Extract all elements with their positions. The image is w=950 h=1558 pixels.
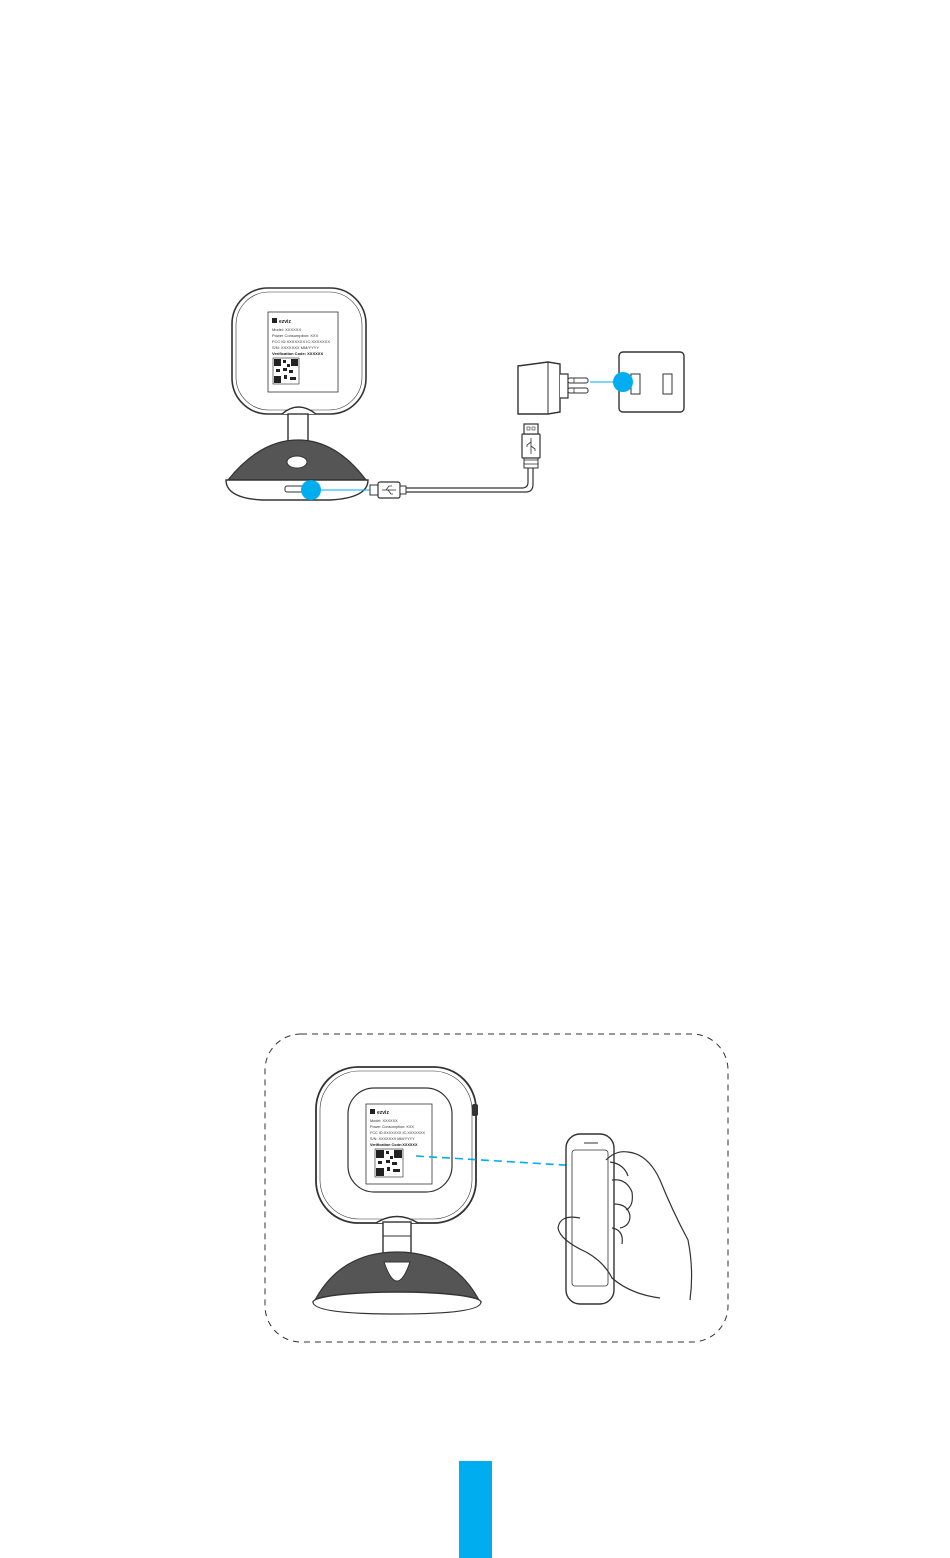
usb-a-plug [522,424,540,468]
power-adapter [518,362,588,414]
camera-head-back: ezviz Model: XXXXXX Power Consumption: X… [232,288,366,414]
scan-qr-illustration: ezviz Model: XXXXXX Power Consumption: X… [0,1020,950,1360]
label-power: Power Consumption: XXX [272,333,319,338]
camera-head-back: ezviz Model: XXXXXX Power Consumption: X… [316,1067,478,1223]
camera-port-marker [301,480,321,500]
label-sn: S/N: XXXXXXX MM/YYYY [272,345,319,350]
label-model: Model: XXXXXX [370,1119,398,1123]
label-power: Power Consumption: XXX [370,1125,414,1129]
label-sn: S/N: XXXXXXX MM/YYYY [370,1137,415,1141]
ezviz-logo-icon [272,318,277,323]
camera-base [313,1252,481,1314]
label-verification: Verification Code: XXXXXX [272,351,323,356]
qr-code [375,1149,403,1177]
socket-marker [613,372,633,392]
page-tab-marker [459,1461,492,1558]
label-brand: ezviz [279,319,291,325]
label-fcc: FCC ID:XXXXXXX IC:XXXXXXX [370,1131,426,1135]
camera-base [226,440,368,500]
micro-usb-plug [370,482,406,498]
label-model: Model: XXXXXX [272,327,301,332]
power-connection-illustration: ezviz Model: XXXXXX Power Consumption: X… [0,0,950,560]
label-brand: ezviz [377,1110,389,1116]
label-fcc: FCC ID:XXXXXXX IC:XXXXXXX [272,339,330,344]
ezviz-logo-icon [370,1109,375,1114]
qr-code [273,358,299,384]
usb-cable [406,466,533,492]
label-verification: Verification Code:XXXXXX [370,1143,418,1147]
